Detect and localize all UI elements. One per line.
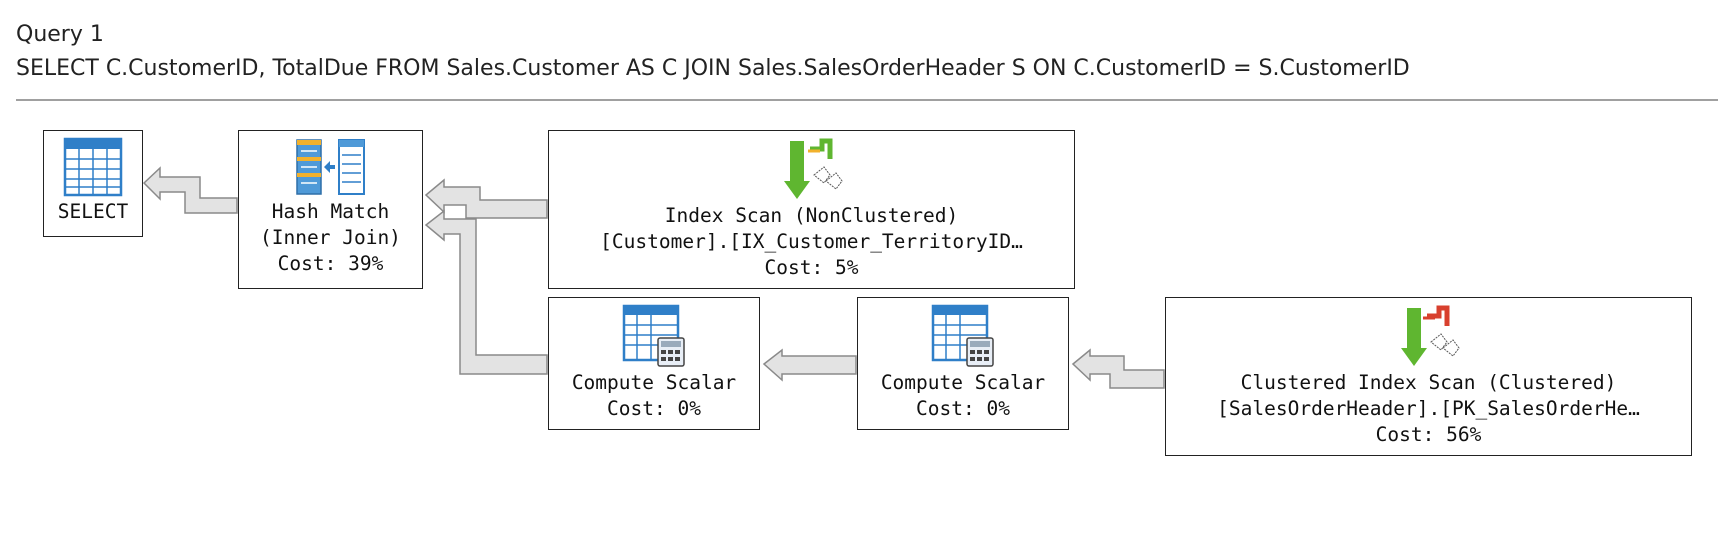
select-operator[interactable]: SELECT <box>43 130 143 237</box>
arrow-hash-to-select <box>142 166 238 214</box>
index-scan-line2: [Customer].[IX_Customer_TerritoryID… <box>600 230 1023 253</box>
compute-scalar-1-cost: Cost: 0% <box>607 397 701 420</box>
compute-scalar-2-label: Compute Scalar <box>880 371 1046 394</box>
clustered-index-scan-line1: Clustered Index Scan (Clustered) <box>1240 371 1617 394</box>
hash-match-line1: Hash Match <box>271 200 390 223</box>
compute-scalar-operator-2[interactable]: Compute Scalar Cost: 0% <box>857 297 1069 430</box>
select-label: SELECT <box>57 200 129 223</box>
query-title: Query 1 <box>16 22 104 47</box>
index-scan-line1: Index Scan (NonClustered) <box>664 204 959 227</box>
header-divider <box>16 99 1718 101</box>
compute-scalar-icon <box>622 304 685 367</box>
compute-scalar-icon <box>931 304 994 367</box>
compute-scalar-1-label: Compute Scalar <box>571 371 737 394</box>
index-scan-icon <box>783 138 843 199</box>
hash-match-icon <box>295 139 365 195</box>
compute-scalar-operator-1[interactable]: Compute Scalar Cost: 0% <box>548 297 760 430</box>
arrow-compute1-to-hash <box>424 209 548 375</box>
clustered-index-scan-operator[interactable]: Clustered Index Scan (Clustered) [SalesO… <box>1165 297 1692 456</box>
clustered-index-scan-cost: Cost: 56% <box>1375 423 1482 446</box>
select-table-icon <box>63 137 123 197</box>
clustered-index-scan-line2: [SalesOrderHeader].[PK_SalesOrderHe… <box>1217 397 1640 420</box>
hash-match-cost: Cost: 39% <box>277 252 384 275</box>
arrow-compute2-to-compute1 <box>762 348 857 382</box>
arrow-clustered-to-compute2 <box>1071 348 1165 389</box>
clustered-index-scan-icon <box>1400 305 1460 366</box>
hash-match-operator[interactable]: Hash Match (Inner Join) Cost: 39% <box>238 130 423 289</box>
index-scan-operator[interactable]: Index Scan (NonClustered) [Customer].[IX… <box>548 130 1075 289</box>
arrow-indexscan-to-hash <box>424 178 548 219</box>
query-sql-text: SELECT C.CustomerID, TotalDue FROM Sales… <box>16 56 1410 81</box>
hash-match-line2: (Inner Join) <box>260 226 401 249</box>
index-scan-cost: Cost: 5% <box>764 256 859 279</box>
compute-scalar-2-cost: Cost: 0% <box>916 397 1010 420</box>
